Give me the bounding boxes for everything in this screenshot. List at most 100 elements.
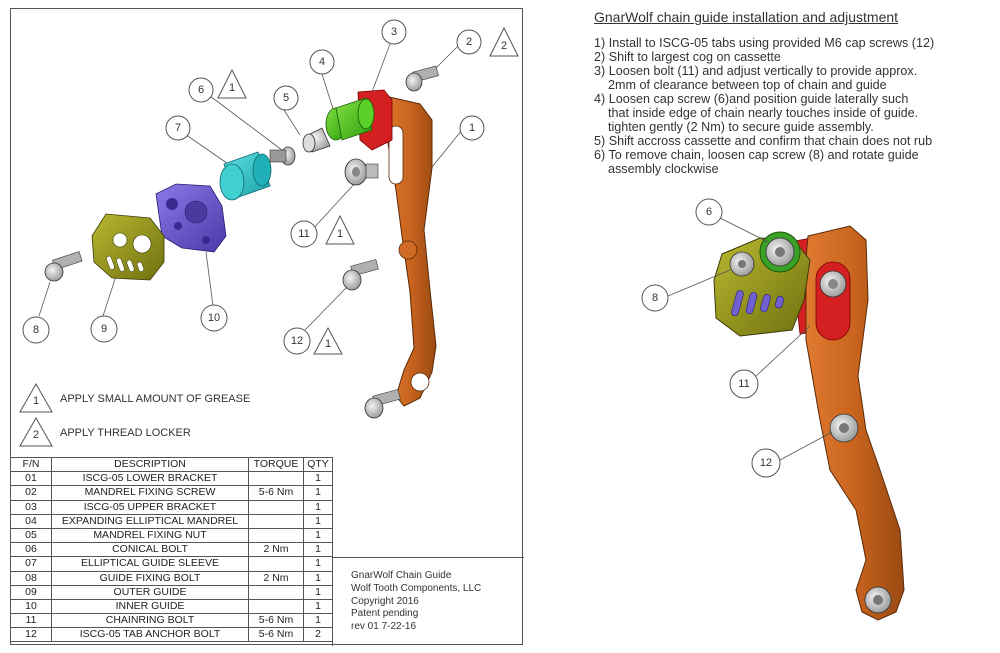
part-conical-bolt	[269, 146, 296, 166]
svg-text:3: 3	[391, 26, 397, 38]
note-thread-locker: 2 APPLY THREAD LOCKER	[19, 416, 191, 447]
svg-text:1: 1	[229, 82, 235, 94]
cell-qty: 1	[303, 556, 333, 572]
cell-torque	[248, 556, 304, 572]
cell-qty: 2	[303, 627, 333, 643]
cell-qty: 1	[303, 570, 333, 586]
cell-fn: 08	[10, 570, 52, 586]
note-triangle-thread-near-2: 2	[489, 26, 519, 57]
svg-text:7: 7	[175, 122, 181, 134]
cell-qty: 1	[303, 598, 333, 615]
header-qty: QTY	[303, 456, 333, 473]
title-block-line: Copyright 2016	[351, 595, 419, 607]
cell-torque	[248, 513, 304, 529]
cell-fn: 05	[10, 527, 52, 544]
cell-qty: 1	[303, 499, 333, 515]
instruction-line: tighten gently (2 Nm) to secure guide as…	[608, 120, 874, 134]
cell-desc: CHAINRING BOLT	[51, 613, 249, 629]
instructions-list: 1) Install to ISCG-05 tabs using provide…	[594, 36, 934, 176]
cell-torque	[248, 499, 304, 515]
cell-fn: 01	[10, 471, 52, 487]
part-outer-guide	[91, 213, 165, 281]
instruction-line: assembly clockwise	[608, 162, 719, 176]
cell-qty: 1	[303, 485, 333, 501]
svg-text:1: 1	[469, 122, 475, 134]
svg-text:8: 8	[33, 324, 39, 336]
title-block-line: rev 01 7-22-16	[351, 621, 417, 633]
cell-desc: EXPANDING ELLIPTICAL MANDREL	[51, 513, 249, 529]
callout-4: 4	[309, 49, 335, 75]
cell-fn: 02	[10, 485, 52, 501]
svg-text:6: 6	[706, 206, 712, 218]
callout-2: 2	[456, 29, 482, 55]
instruction-line: 2mm of clearance between top of chain an…	[608, 78, 887, 92]
header-torque: TORQUE	[248, 456, 304, 473]
callout-8: 8	[22, 316, 50, 344]
svg-text:11: 11	[298, 228, 309, 240]
svg-text:10: 10	[208, 312, 220, 324]
cell-torque: 5-6 Nm	[248, 627, 304, 643]
cell-desc: ISCG-05 TAB ANCHOR BOLT	[51, 627, 249, 643]
cell-fn: 09	[10, 584, 52, 600]
title-block-line: Patent pending	[351, 608, 419, 620]
assembled-callout-12: 12	[751, 448, 781, 478]
svg-text:6: 6	[198, 84, 204, 96]
cell-desc: MANDREL FIXING NUT	[51, 527, 249, 544]
assembled-callout-11: 11	[729, 369, 759, 399]
svg-text:2: 2	[466, 36, 472, 48]
cell-fn: 03	[10, 499, 52, 515]
cell-desc: GUIDE FIXING BOLT	[51, 570, 249, 586]
cell-torque	[248, 598, 304, 615]
svg-text:1: 1	[33, 395, 39, 407]
instruction-line: 4) Loosen cap screw (6)and position guid…	[594, 92, 909, 106]
svg-text:1: 1	[325, 338, 331, 350]
cell-qty: 1	[303, 542, 333, 558]
cell-desc: MANDREL FIXING SCREW	[51, 485, 249, 501]
cell-fn: 04	[10, 513, 52, 529]
assembled-callout-6: 6	[695, 198, 723, 226]
svg-text:5: 5	[283, 92, 289, 104]
callout-7: 7	[165, 115, 191, 141]
cell-fn: 11	[10, 613, 52, 629]
svg-text:8: 8	[652, 292, 658, 304]
svg-text:4: 4	[319, 56, 325, 68]
cell-torque	[248, 471, 304, 487]
callout-3: 3	[381, 19, 407, 45]
part-guide-sleeve	[219, 151, 272, 201]
title-block-line: Wolf Tooth Components, LLC	[351, 582, 482, 594]
cell-fn: 12	[10, 627, 52, 643]
cell-desc: ISCG-05 UPPER BRACKET	[51, 499, 249, 515]
cell-desc: ELLIPTICAL GUIDE SLEEVE	[51, 556, 249, 572]
leader-lines	[38, 43, 463, 331]
callout-10: 10	[200, 304, 228, 332]
assembled-leader-lines	[667, 217, 833, 461]
title-block: GnarWolf Chain Guide Wolf Tooth Componen…	[351, 570, 481, 634]
note-grease: 1 APPLY SMALL AMOUNT OF GREASE	[19, 382, 250, 413]
svg-text:12: 12	[291, 335, 303, 347]
cell-qty: 1	[303, 513, 333, 529]
note-triangle-grease-near-6: 1	[217, 68, 247, 99]
part-anchor-bolt-upper	[342, 259, 379, 291]
callout-11: 11	[290, 220, 318, 248]
part-chainring-bolt	[344, 158, 379, 186]
part-inner-guide	[155, 183, 227, 253]
instruction-line: 1) Install to ISCG-05 tabs using provide…	[594, 36, 935, 50]
part-guide-fixing-bolt	[44, 251, 83, 282]
cell-qty: 1	[303, 471, 333, 487]
svg-text:1: 1	[337, 228, 343, 240]
cell-fn: 07	[10, 556, 52, 572]
header-fn: F/N	[10, 456, 52, 473]
svg-text:2: 2	[33, 429, 39, 441]
cell-qty: 1	[303, 584, 333, 600]
instruction-line: 5) Shift accross cassette and confirm th…	[594, 134, 933, 148]
assembled-callout-8: 8	[641, 284, 669, 312]
